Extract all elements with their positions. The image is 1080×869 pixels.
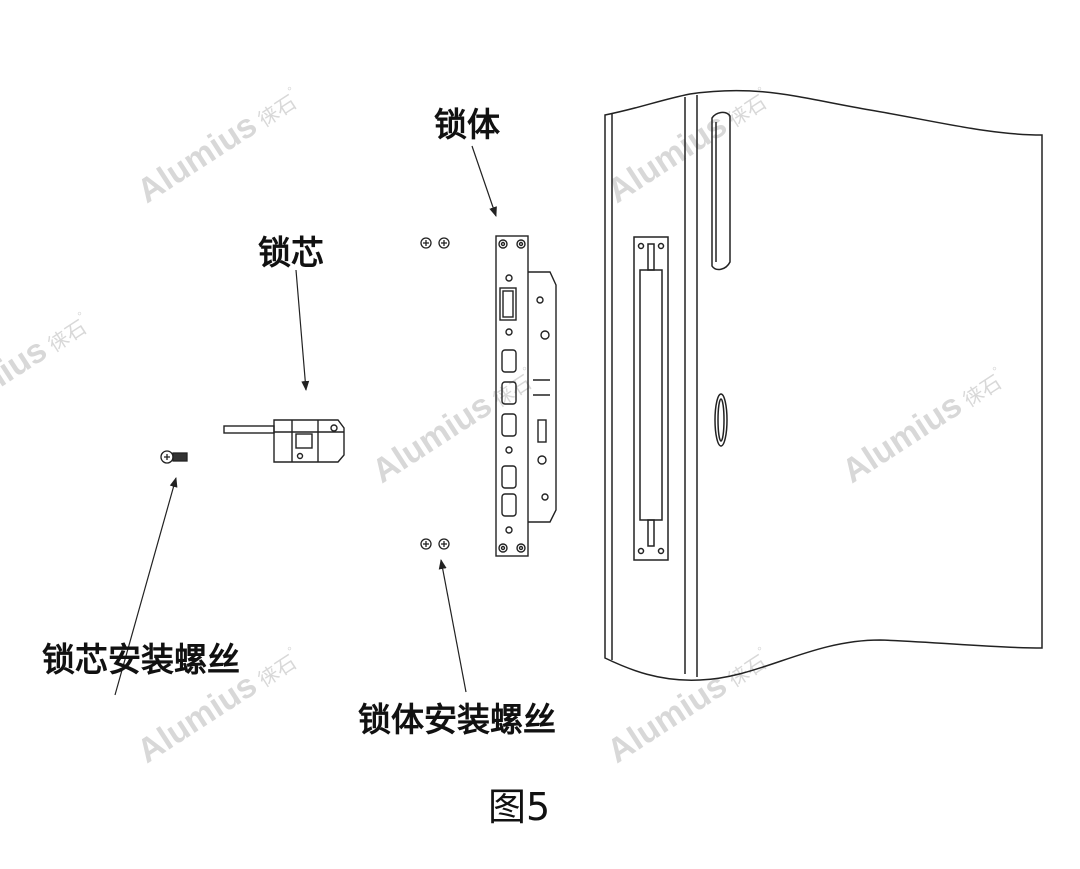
lock-body: [495, 235, 557, 557]
label-lock-cylinder: 锁芯: [258, 233, 324, 272]
lock-cylinder: [223, 419, 345, 463]
door: [604, 89, 1043, 681]
label-body-screws: 锁体安装螺丝: [358, 700, 556, 739]
arrow-lock-cylinder: [295, 269, 310, 391]
cylinder-screw: [160, 450, 188, 464]
leader-lines: [114, 145, 497, 696]
figure-caption: 图5: [488, 785, 551, 829]
arrow-body-screws: [438, 559, 467, 693]
lock-body-screws: [420, 237, 450, 550]
arrow-cylinder-screw: [114, 477, 178, 696]
arrow-lock-body: [471, 145, 497, 217]
label-cylinder-screw: 锁芯安装螺丝: [42, 640, 240, 679]
label-lock-body: 锁体: [434, 105, 500, 144]
